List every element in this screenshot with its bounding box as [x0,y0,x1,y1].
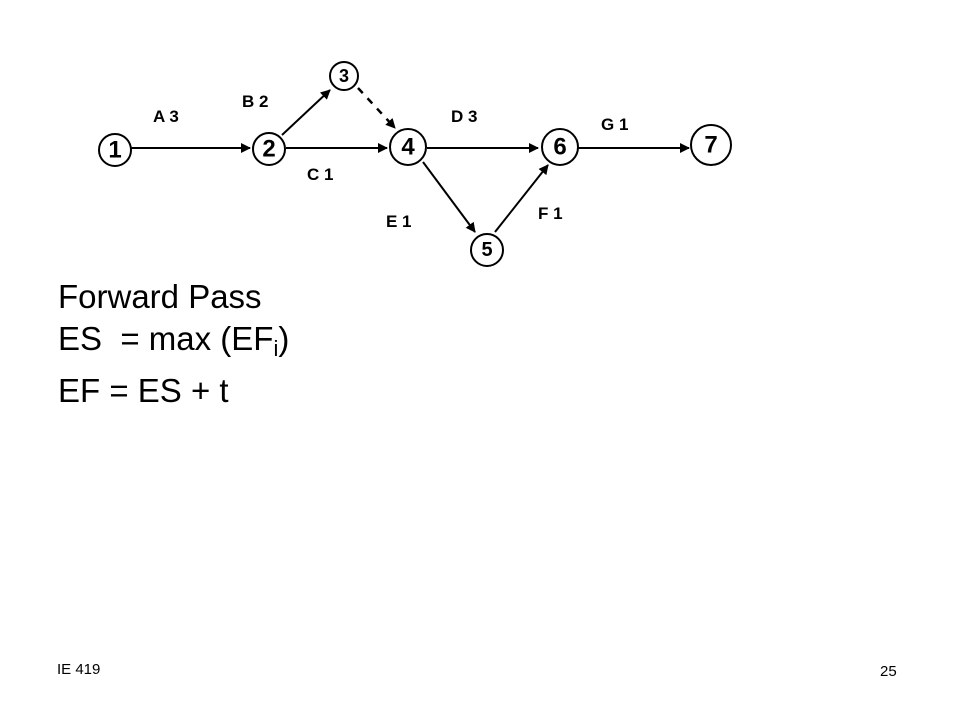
page-number: 25 [880,663,897,680]
edge-2-3 [281,89,331,136]
edge-5-6 [494,164,549,233]
formula-es: ES = max (EFi) [58,318,289,370]
node-1-label: 1 [108,137,121,164]
node-6-label: 6 [553,134,566,161]
node-5-label: 5 [481,239,492,261]
edge-4-5 [422,161,476,233]
edge-label-b: B 2 [242,92,268,111]
node-3-label: 3 [339,66,349,86]
node-6: 6 [541,128,579,166]
formula-es-prefix: ES = max (EF [58,320,274,357]
formula-heading: Forward Pass [58,278,262,315]
node-7-label: 7 [704,132,717,159]
formula-es-suffix: ) [278,320,290,357]
network-diagram: A 3 B 2 C 1 D 3 E 1 F 1 G 1 1 2 3 4 5 6 … [98,61,732,267]
node-5: 5 [470,233,504,267]
formula-block: Forward Pass ES = max (EFi) EF = ES + t [58,276,289,412]
edge-label-a: A 3 [153,107,179,126]
node-3: 3 [329,61,359,91]
edge-label-e: E 1 [386,212,412,231]
node-1: 1 [98,133,132,167]
node-2: 2 [252,132,286,166]
course-label: IE 419 [57,661,101,678]
edge-label-d: D 3 [451,107,477,126]
edge-label-g: G 1 [601,115,628,134]
node-4: 4 [389,128,427,166]
formula-es-subscript: i [273,336,279,361]
formula-ef: EF = ES + t [58,372,229,409]
edge-3-4-dummy [357,87,396,129]
node-4-label: 4 [401,134,415,161]
node-2-label: 2 [262,136,275,163]
edge-label-c: C 1 [307,165,333,184]
node-7: 7 [690,124,732,166]
edge-label-f: F 1 [538,204,563,223]
